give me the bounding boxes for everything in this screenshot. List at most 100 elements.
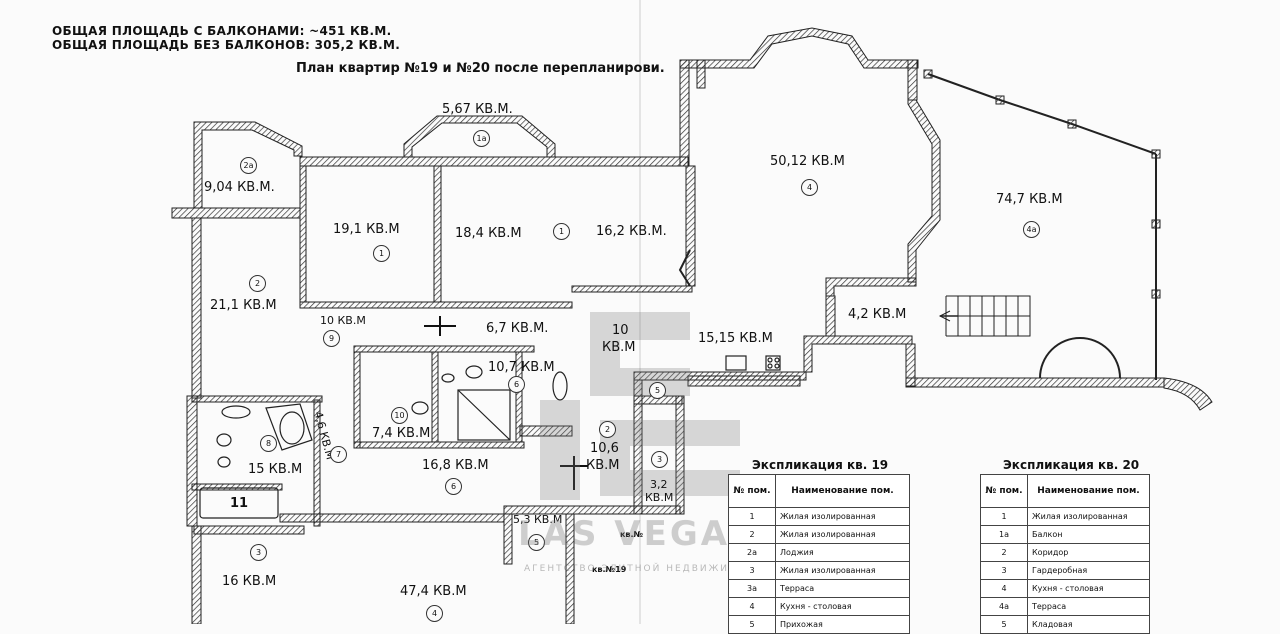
room-name-cell: Кладовая [1027,615,1150,634]
room-area-10-top-value: 10 [612,323,629,338]
kv-label-b: кв.№19 [592,565,627,574]
room-name-cell: Балкон [1027,525,1150,544]
room-number-cell: 5 [980,615,1028,634]
room-num-8: 8 [260,435,277,452]
wall [923,69,933,79]
room-num-5: 5 [528,534,545,551]
room-area-10-7: 10,7 КВ.М [488,360,555,375]
wall [905,377,1165,388]
wall [675,395,685,515]
wall [299,165,307,303]
wall [1151,289,1161,299]
room-num-11: 11 [230,496,249,511]
room-area-1-c: 16,2 КВ.М. [596,224,667,239]
explication-19-title: Экспликация кв. 19 [752,458,889,472]
wall [431,351,439,443]
room-number-cell: 4 [980,579,1028,598]
corridor-area: 6,7 КВ.М. [486,321,549,336]
room-num-4: 4 [801,179,818,196]
room-area-9: 10 КВ.М [320,314,366,327]
wall [191,217,202,399]
wall [353,345,535,353]
door-markers [424,316,588,490]
room-number-cell: 2а [728,543,776,562]
room-num-1a: 1а [473,130,490,147]
watermark-brand: LAS VEGAS [518,514,758,554]
wall [299,156,689,167]
wall-line [678,249,691,287]
col-name-header: Наименование пом. [775,474,910,508]
room-number-cell: 3 [980,561,1028,580]
room-num-4-lower: 4 [426,605,443,622]
wall [299,301,573,309]
staircase [938,295,1031,337]
room-area-2-left: 21,1 КВ.М [210,298,277,313]
room-num-10: 10 [391,407,408,424]
wall [403,115,556,158]
room-area-3-2-value: 3,2 [650,478,668,491]
wall [696,27,919,69]
room-number-cell: 2 [728,525,776,544]
wall [193,525,305,535]
room-name-cell: Гардеробная [1027,561,1150,580]
wall [907,99,941,283]
explication-20-title: Экспликация кв. 20 [1003,458,1140,472]
room-area-47-4: 47,4 КВ.М [400,584,467,599]
wall [191,525,202,624]
room-num-3-mid: 3 [651,451,668,468]
room-name-cell: Лоджия [775,543,910,562]
room-name-cell: Терраса [1027,597,1150,616]
wall [353,351,361,449]
wall [907,59,918,101]
room-area-4-2: 4,2 КВ.М [848,307,907,322]
room-area-1-b: 18,4 КВ.М [455,226,522,241]
room-number-cell: 3а [728,579,776,598]
col-num-header: № пом. [980,474,1028,508]
room-num-7: 7 [330,446,347,463]
room-name-cell: Коридор [1027,543,1150,562]
wall [633,379,643,515]
wall [1151,149,1161,159]
terrace-outline [927,73,1157,155]
room-number-cell: 5 [728,615,776,634]
watermark-sub: АГЕНТСТВО ЭЛИТНОЙ НЕДВИЖИМОСТИ [524,564,773,574]
room-name-cell: Терраса [775,579,910,598]
room-area-7-4: 7,4 КВ.М [372,426,431,441]
room-area-15-15: 15,15 КВ.М [698,331,773,346]
wall [191,395,323,403]
room-number-cell: 2 [980,543,1028,562]
room-num-4a: 4а [1023,221,1040,238]
wall [191,483,283,491]
wall [1151,219,1161,229]
wall [685,165,696,287]
room-area-16: 16 КВ.М [222,574,277,589]
room-area-1a: 5,67 КВ.М. [442,102,513,117]
room-number-cell: 4 [728,597,776,616]
wall [503,513,513,565]
wall [565,513,575,624]
room-area-10-6-unit: КВ.М [586,458,620,473]
room-num-6-lower: 6 [445,478,462,495]
room-num-3: 3 [250,544,267,561]
table-header-row: № пом. Наименование пом. [728,474,910,508]
balcony-curve [1163,377,1213,411]
wall [1067,119,1077,129]
wall [679,59,690,167]
room-number-cell: 1 [980,507,1028,526]
wall [171,207,301,219]
room-num-6-upper: 6 [508,376,525,393]
room-num-1-a: 1 [373,245,390,262]
room-name-cell: Жилая изолированная [775,507,910,526]
room-name-cell: Жилая изолированная [775,525,910,544]
room-name-cell: Кухня - столовая [1027,579,1150,598]
